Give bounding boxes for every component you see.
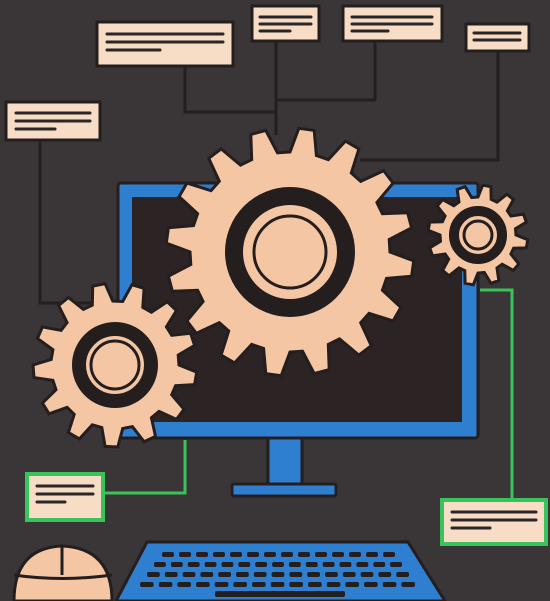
keyboard-key [252,582,266,587]
keyboard-key [340,562,352,567]
mouse-icon [14,546,112,601]
keyboard-key [188,562,200,567]
keyboard-key [390,562,402,567]
keyboard-key [183,572,196,577]
keyboard-key [325,572,338,577]
keyboard-key [162,552,174,557]
keyboard-key [383,552,395,557]
keyboard-key [200,572,213,577]
keyboard-key [272,572,285,577]
keyboard-key [327,582,341,587]
keyboard-icon [116,542,445,601]
keyboard-key [349,552,361,557]
keyboard-key [271,582,285,587]
keyboard-key [222,562,234,567]
keyboard-key [332,552,344,557]
keyboard-key [230,552,242,557]
keyboard-key [147,572,160,577]
label-card-top-right [343,6,442,41]
keyboard-key [236,572,249,577]
keyboard-key [247,552,259,557]
keyboard-key [179,552,191,557]
keyboard-key [308,582,322,587]
keyboard-key [281,552,293,557]
keyboard-key [323,562,335,567]
keyboard-key [165,572,178,577]
keyboard-key [233,582,247,587]
keyboard-key [401,582,415,587]
keyboard-key [215,582,229,587]
keyboard-key [378,572,391,577]
keyboard-key [213,552,225,557]
label-card-top-left [97,22,233,66]
keyboard-key [306,562,318,567]
keyboard-key [171,562,183,567]
keyboard-key [140,582,154,587]
keyboard-key [289,572,302,577]
keyboard-key [238,562,250,567]
label-card-far-right [466,24,529,51]
keyboard-key [272,562,284,567]
keyboard-spacebar [215,591,345,597]
keyboard-key [289,562,301,567]
keyboard-key [343,572,356,577]
keyboard-key [356,562,368,567]
keyboard-key [218,572,231,577]
keyboard-key [361,572,374,577]
keyboard-key [196,582,210,587]
keyboard-key [345,582,359,587]
label-card-left [6,102,100,140]
keyboard-key [264,552,276,557]
keyboard-key [307,572,320,577]
label-card-top-center [252,6,319,41]
keyboard-key [196,552,208,557]
keyboard-key [366,552,378,557]
keyboard-key [205,562,217,567]
keyboard-key [154,562,166,567]
keyboard-key [298,552,310,557]
keyboard-key [383,582,397,587]
gear-hub [464,221,492,249]
label-card-bottom-right [442,500,546,544]
keyboard-key [177,582,191,587]
gear-hub [254,216,326,288]
keyboard-key [159,582,173,587]
keyboard-key [373,562,385,567]
keyboard-key [289,582,303,587]
keyboard-key [255,562,267,567]
keyboard-key [254,572,267,577]
gear-icon-small [428,185,528,285]
keyboard-key [364,582,378,587]
keyboard-key [396,572,409,577]
gear-hub [91,341,139,389]
keyboard-key [315,552,327,557]
label-card-bottom-left [27,474,103,520]
